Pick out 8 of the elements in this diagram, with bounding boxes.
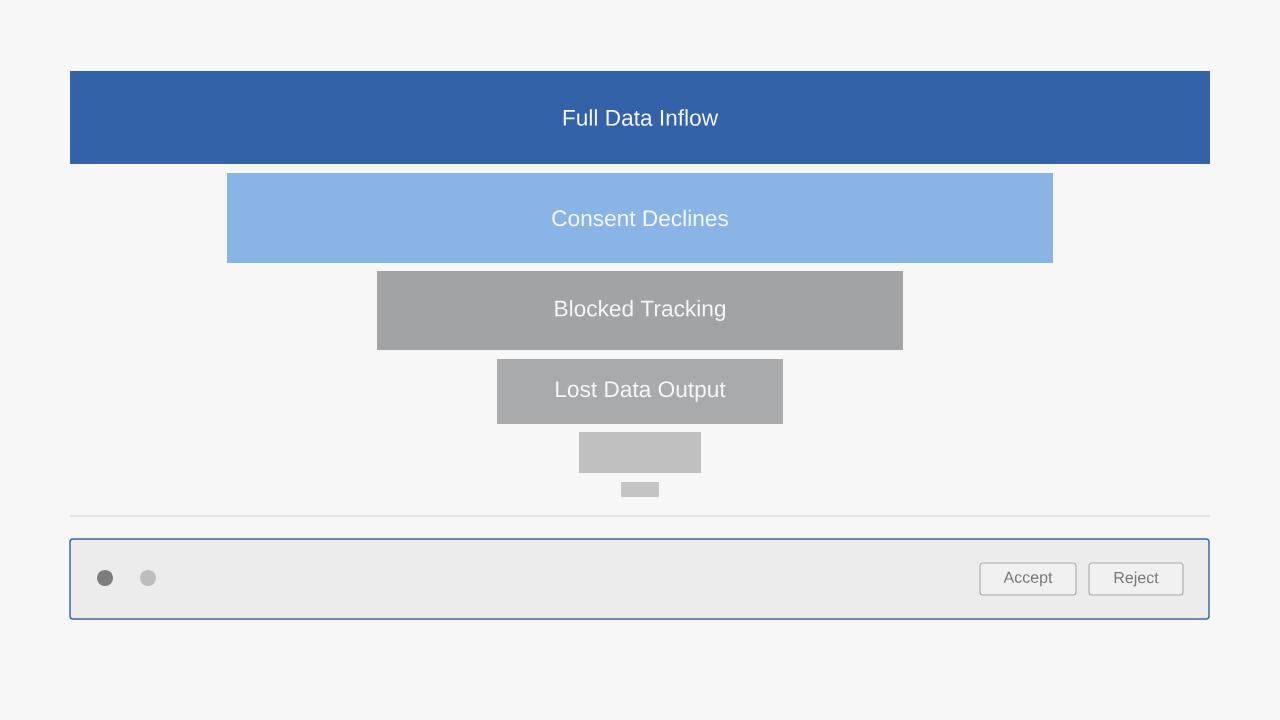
funnel-bar: Consent Declines	[227, 173, 1053, 263]
banner-box	[69, 538, 1210, 620]
button: Accept	[979, 562, 1077, 596]
funnel-bar	[579, 432, 701, 473]
funnel-bar: Lost Data Output	[497, 359, 783, 424]
button: Reject	[1088, 562, 1184, 596]
funnel-bar: Full Data Inflow	[70, 71, 1210, 164]
funnel-bar: Blocked Tracking	[377, 271, 903, 350]
